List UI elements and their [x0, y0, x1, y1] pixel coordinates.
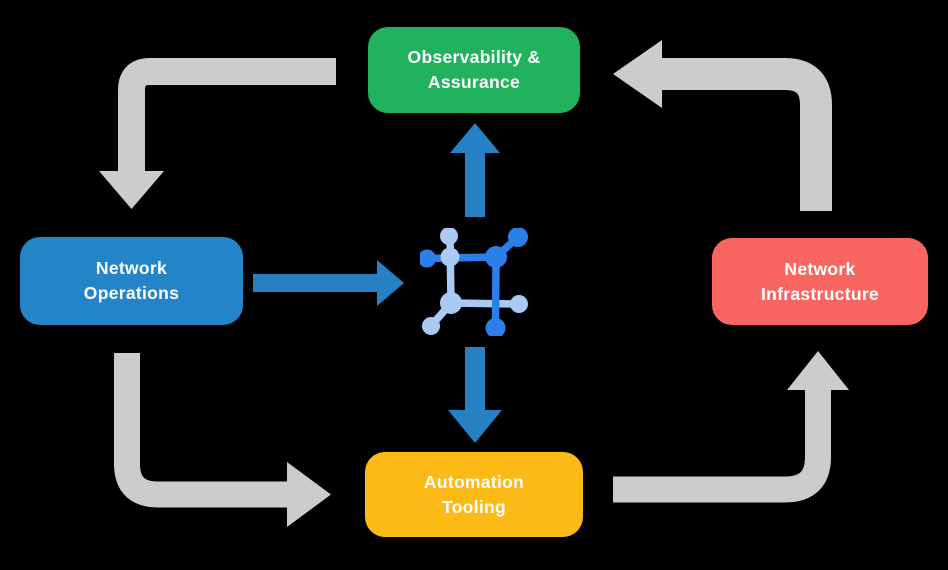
- arrow-operations-to-automation: [114, 353, 331, 527]
- arrow-center-to-observability: [450, 123, 500, 217]
- node-label: Network Infrastructure: [761, 258, 879, 304]
- node-network-operations: Network Operations: [20, 237, 243, 325]
- arrow-operations-to-center: [253, 260, 404, 306]
- arrow-automation-to-infrastructure: [613, 351, 849, 503]
- node-label: Observability & Assurance: [407, 47, 541, 92]
- network-mesh-icon: [420, 228, 528, 336]
- node-label: Automation Tooling: [423, 471, 525, 517]
- arrow-center-to-automation: [448, 347, 502, 443]
- node-label: Network Operations: [83, 258, 180, 303]
- node-observability-assurance: Observability & Assurance: [368, 27, 580, 113]
- arrow-observability-to-operations: [99, 58, 336, 209]
- node-automation-tooling: Automation Tooling: [365, 452, 583, 537]
- node-network-infrastructure: Network Infrastructure: [712, 238, 928, 325]
- arrow-infrastructure-to-observability: [613, 40, 832, 211]
